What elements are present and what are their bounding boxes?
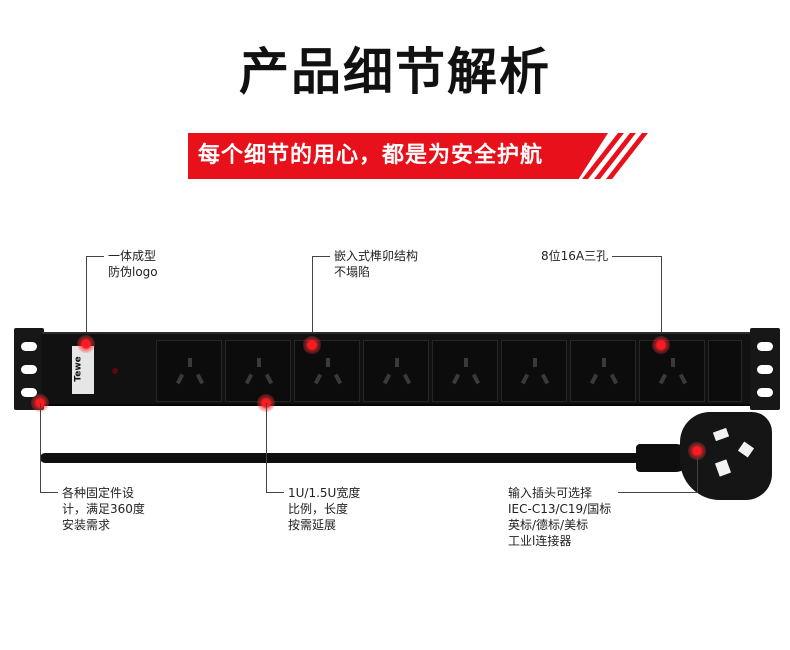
annotation-integrated-logo: 一体成型 防伪logo — [108, 248, 158, 280]
banner-background — [188, 133, 608, 179]
cable-strain-relief — [636, 444, 688, 472]
socket-pin — [658, 373, 668, 385]
leader-line — [266, 492, 284, 493]
socket-pin — [313, 373, 323, 385]
annotation-line: 工业l连接器 — [508, 534, 572, 548]
socket-pin — [471, 373, 481, 385]
annotation-line: 英标/德标/美标 — [508, 518, 589, 532]
leader-line — [266, 403, 267, 493]
mounting-hole — [757, 342, 773, 351]
highlight-dot — [303, 336, 321, 354]
plug-prong — [737, 441, 755, 458]
highlight-dot — [652, 336, 670, 354]
brand-logo-text: Tewe — [73, 356, 84, 382]
mounting-ear-right — [750, 328, 780, 410]
leader-line — [612, 256, 662, 257]
power-socket — [225, 340, 291, 402]
indicator-light — [112, 368, 118, 374]
socket-pin — [395, 358, 399, 367]
socket-pin — [264, 373, 274, 385]
socket-pin — [188, 358, 192, 367]
annotation-line: 比例，长度 — [288, 502, 349, 516]
socket-pin — [533, 358, 537, 367]
leader-line — [618, 492, 698, 493]
mounting-hole — [21, 388, 37, 397]
annotation-plug: 输入插头可选择 IEC-C13/C19/国标 英标/德标/美标 工业l连接器 — [508, 485, 611, 549]
slogan-banner: 每个细节的用心，都是为安全护航 — [188, 133, 648, 179]
socket-pin — [520, 373, 530, 385]
annotation-mortise-structure: 嵌入式榫卯结构 不塌陷 — [334, 248, 418, 280]
page-title: 产品细节解析 — [239, 43, 551, 101]
annotation-line: 8位16A三孔 — [541, 249, 609, 263]
annotation-line: 1U/1.5U宽度 — [288, 486, 361, 500]
annotation-line: 不塌陷 — [334, 265, 371, 279]
socket-pin — [678, 373, 688, 385]
leader-line — [86, 256, 87, 342]
socket-pin — [451, 373, 461, 385]
socket-pin — [540, 373, 550, 385]
annotation-width: 1U/1.5U宽度 比例，长度 按需延展 — [288, 485, 360, 533]
annotation-line: 输入插头可选择 — [508, 486, 593, 500]
leader-line — [312, 256, 313, 344]
annotation-sockets: 8位16A三孔 — [541, 248, 608, 264]
leader-line — [697, 455, 698, 493]
mounting-hole — [21, 365, 37, 374]
highlight-dot — [77, 335, 95, 353]
highlight-dot — [688, 442, 706, 460]
annotation-line: 按需延展 — [288, 518, 337, 532]
mounting-hole — [757, 365, 773, 374]
mounting-hole — [757, 388, 773, 397]
banner-text: 每个细节的用心，都是为安全护航 — [198, 143, 544, 168]
power-socket — [156, 340, 222, 402]
annotation-line: 各种固定件设 — [62, 486, 135, 500]
annotation-line: 一体成型 — [108, 249, 157, 263]
pdu-power-strip: Tewe — [14, 328, 780, 410]
socket-pin — [257, 358, 261, 367]
leader-line — [312, 256, 330, 257]
socket-pin — [244, 373, 254, 385]
socket-pin — [671, 358, 675, 367]
power-socket — [639, 340, 705, 402]
annotation-line: 防伪logo — [108, 265, 158, 279]
power-socket — [363, 340, 429, 402]
socket-pin — [464, 358, 468, 367]
socket-pin — [602, 358, 606, 367]
socket-pin — [589, 373, 599, 385]
annotation-line: 嵌入式榫卯结构 — [334, 249, 419, 263]
mounting-hole — [21, 342, 37, 351]
plug-prong — [714, 459, 732, 477]
socket-pin — [382, 373, 392, 385]
leader-line — [661, 256, 662, 344]
brand-logo: Tewe — [72, 346, 94, 394]
socket-pin — [333, 373, 343, 385]
annotation-line: IEC-C13/C19/国标 — [508, 502, 612, 516]
leader-line — [86, 256, 104, 257]
annotation-line: 安装需求 — [62, 518, 111, 532]
socket-pin — [195, 373, 205, 385]
socket-pin — [326, 358, 330, 367]
blank-panel — [708, 340, 742, 402]
power-socket — [432, 340, 498, 402]
socket-pin — [402, 373, 412, 385]
pdu-body: Tewe — [42, 332, 752, 406]
power-socket — [570, 340, 636, 402]
leader-line — [40, 403, 41, 493]
power-cable — [40, 453, 640, 463]
plug-prong — [712, 427, 730, 442]
leader-line — [40, 492, 58, 493]
annotation-mounting: 各种固定件设 计，满足360度 安装需求 — [62, 485, 145, 533]
socket-pin — [609, 373, 619, 385]
annotation-line: 计，满足360度 — [62, 502, 145, 516]
socket-pin — [175, 373, 185, 385]
power-socket — [501, 340, 567, 402]
